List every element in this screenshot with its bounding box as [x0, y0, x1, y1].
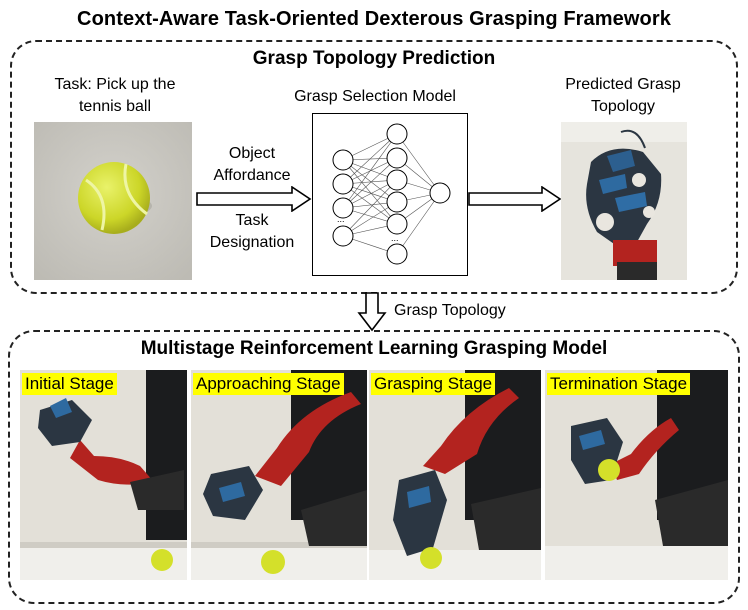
grasp-selection-model-label: Grasp Selection Model [294, 88, 456, 105]
bottom-panel-title: Multistage Reinforcement Learning Graspi… [140, 338, 608, 359]
stage-label-grasping: Grasping Stage [371, 373, 496, 395]
grasp-topology-connector-label: Grasp Topology [394, 302, 506, 319]
stage-photo-initial [20, 370, 187, 580]
object-affordance-label-line1: Object [228, 145, 276, 162]
output-arrow [468, 186, 562, 212]
stage-photo-termination [545, 370, 728, 580]
multistage-rl-panel [8, 330, 740, 604]
stage-label-termination: Termination Stage [547, 373, 691, 395]
predicted-grasp-label-line2: Topology [590, 98, 656, 115]
task-designation-label-line2: Designation [209, 234, 295, 251]
predicted-grasp-label-line1: Predicted Grasp [565, 76, 681, 93]
tennis-ball-photo [34, 122, 192, 280]
nn-ellipsis-hidden: ... [391, 233, 399, 243]
task-designation-label-line1: Task [235, 212, 269, 229]
input-arrow [196, 186, 312, 212]
task-label-line2: tennis ball [78, 98, 152, 115]
figure-title: Context-Aware Task-Oriented Dexterous Gr… [77, 8, 671, 30]
down-arrow [357, 292, 387, 332]
stage-photo-approaching [191, 370, 367, 580]
stage-label-approaching: Approaching Stage [193, 373, 344, 395]
stage-label-initial: Initial Stage [22, 373, 117, 395]
object-affordance-label-line2: Affordance [213, 167, 291, 184]
task-label-line1: Task: Pick up the [54, 76, 176, 93]
stage-photo-grasping [369, 370, 541, 580]
nn-ellipsis-input: ... [337, 214, 345, 224]
top-panel-title: Grasp Topology Prediction [252, 48, 496, 69]
neural-network-diagram: ... ... [312, 113, 468, 276]
robot-hand-photo [561, 122, 687, 280]
